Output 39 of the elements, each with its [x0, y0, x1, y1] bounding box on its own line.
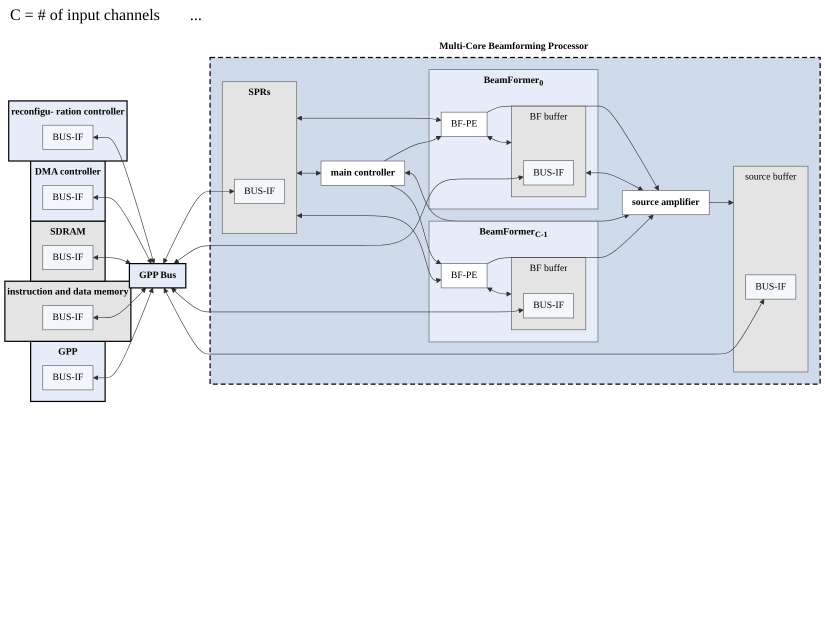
node-box: BF-PE: [440, 112, 488, 137]
arrow: [404, 170, 630, 222]
arrow: [296, 116, 442, 122]
note-text: C = # of input channels: [10, 7, 160, 25]
arrow: [487, 288, 512, 297]
arrow: [487, 136, 512, 146]
node-box: BUS-IF: [745, 274, 796, 300]
node-box: BUS-IF: [42, 124, 94, 150]
arrow: [708, 200, 734, 206]
node-box: main controller: [320, 160, 406, 186]
arrow: [486, 106, 659, 191]
node-box: BUS-IF: [523, 293, 574, 318]
arrow: [296, 212, 442, 284]
node-box: BF-PE: [440, 263, 488, 288]
note-text: ...: [190, 7, 202, 25]
node-box: BUS-IF: [42, 185, 94, 210]
arrow: [174, 175, 524, 264]
arrow: [164, 288, 764, 354]
arrow: [586, 170, 644, 191]
arrow: [486, 214, 654, 264]
arrow: [163, 188, 235, 264]
node-box: BUS-IF: [234, 178, 285, 204]
arrow: [390, 185, 442, 264]
arrow: [296, 170, 322, 176]
node-box: BUS-IF: [523, 160, 574, 186]
arrow: [92, 288, 146, 320]
arrow: [92, 194, 152, 264]
node-box: BUS-IF: [42, 305, 94, 330]
arrow: [384, 136, 442, 162]
node-label: Multi-Core Beamforming Processor: [439, 41, 588, 52]
arrow: [92, 288, 154, 380]
arrow: [171, 288, 524, 314]
arrow: [92, 254, 131, 264]
node-box: source amplifier: [622, 190, 710, 216]
node-box: BUS-IF: [42, 245, 94, 270]
cluster: [210, 56, 821, 385]
node-box: BUS-IF: [42, 365, 94, 390]
arrow: [92, 134, 156, 264]
node-box: GPP Bus: [128, 263, 186, 289]
